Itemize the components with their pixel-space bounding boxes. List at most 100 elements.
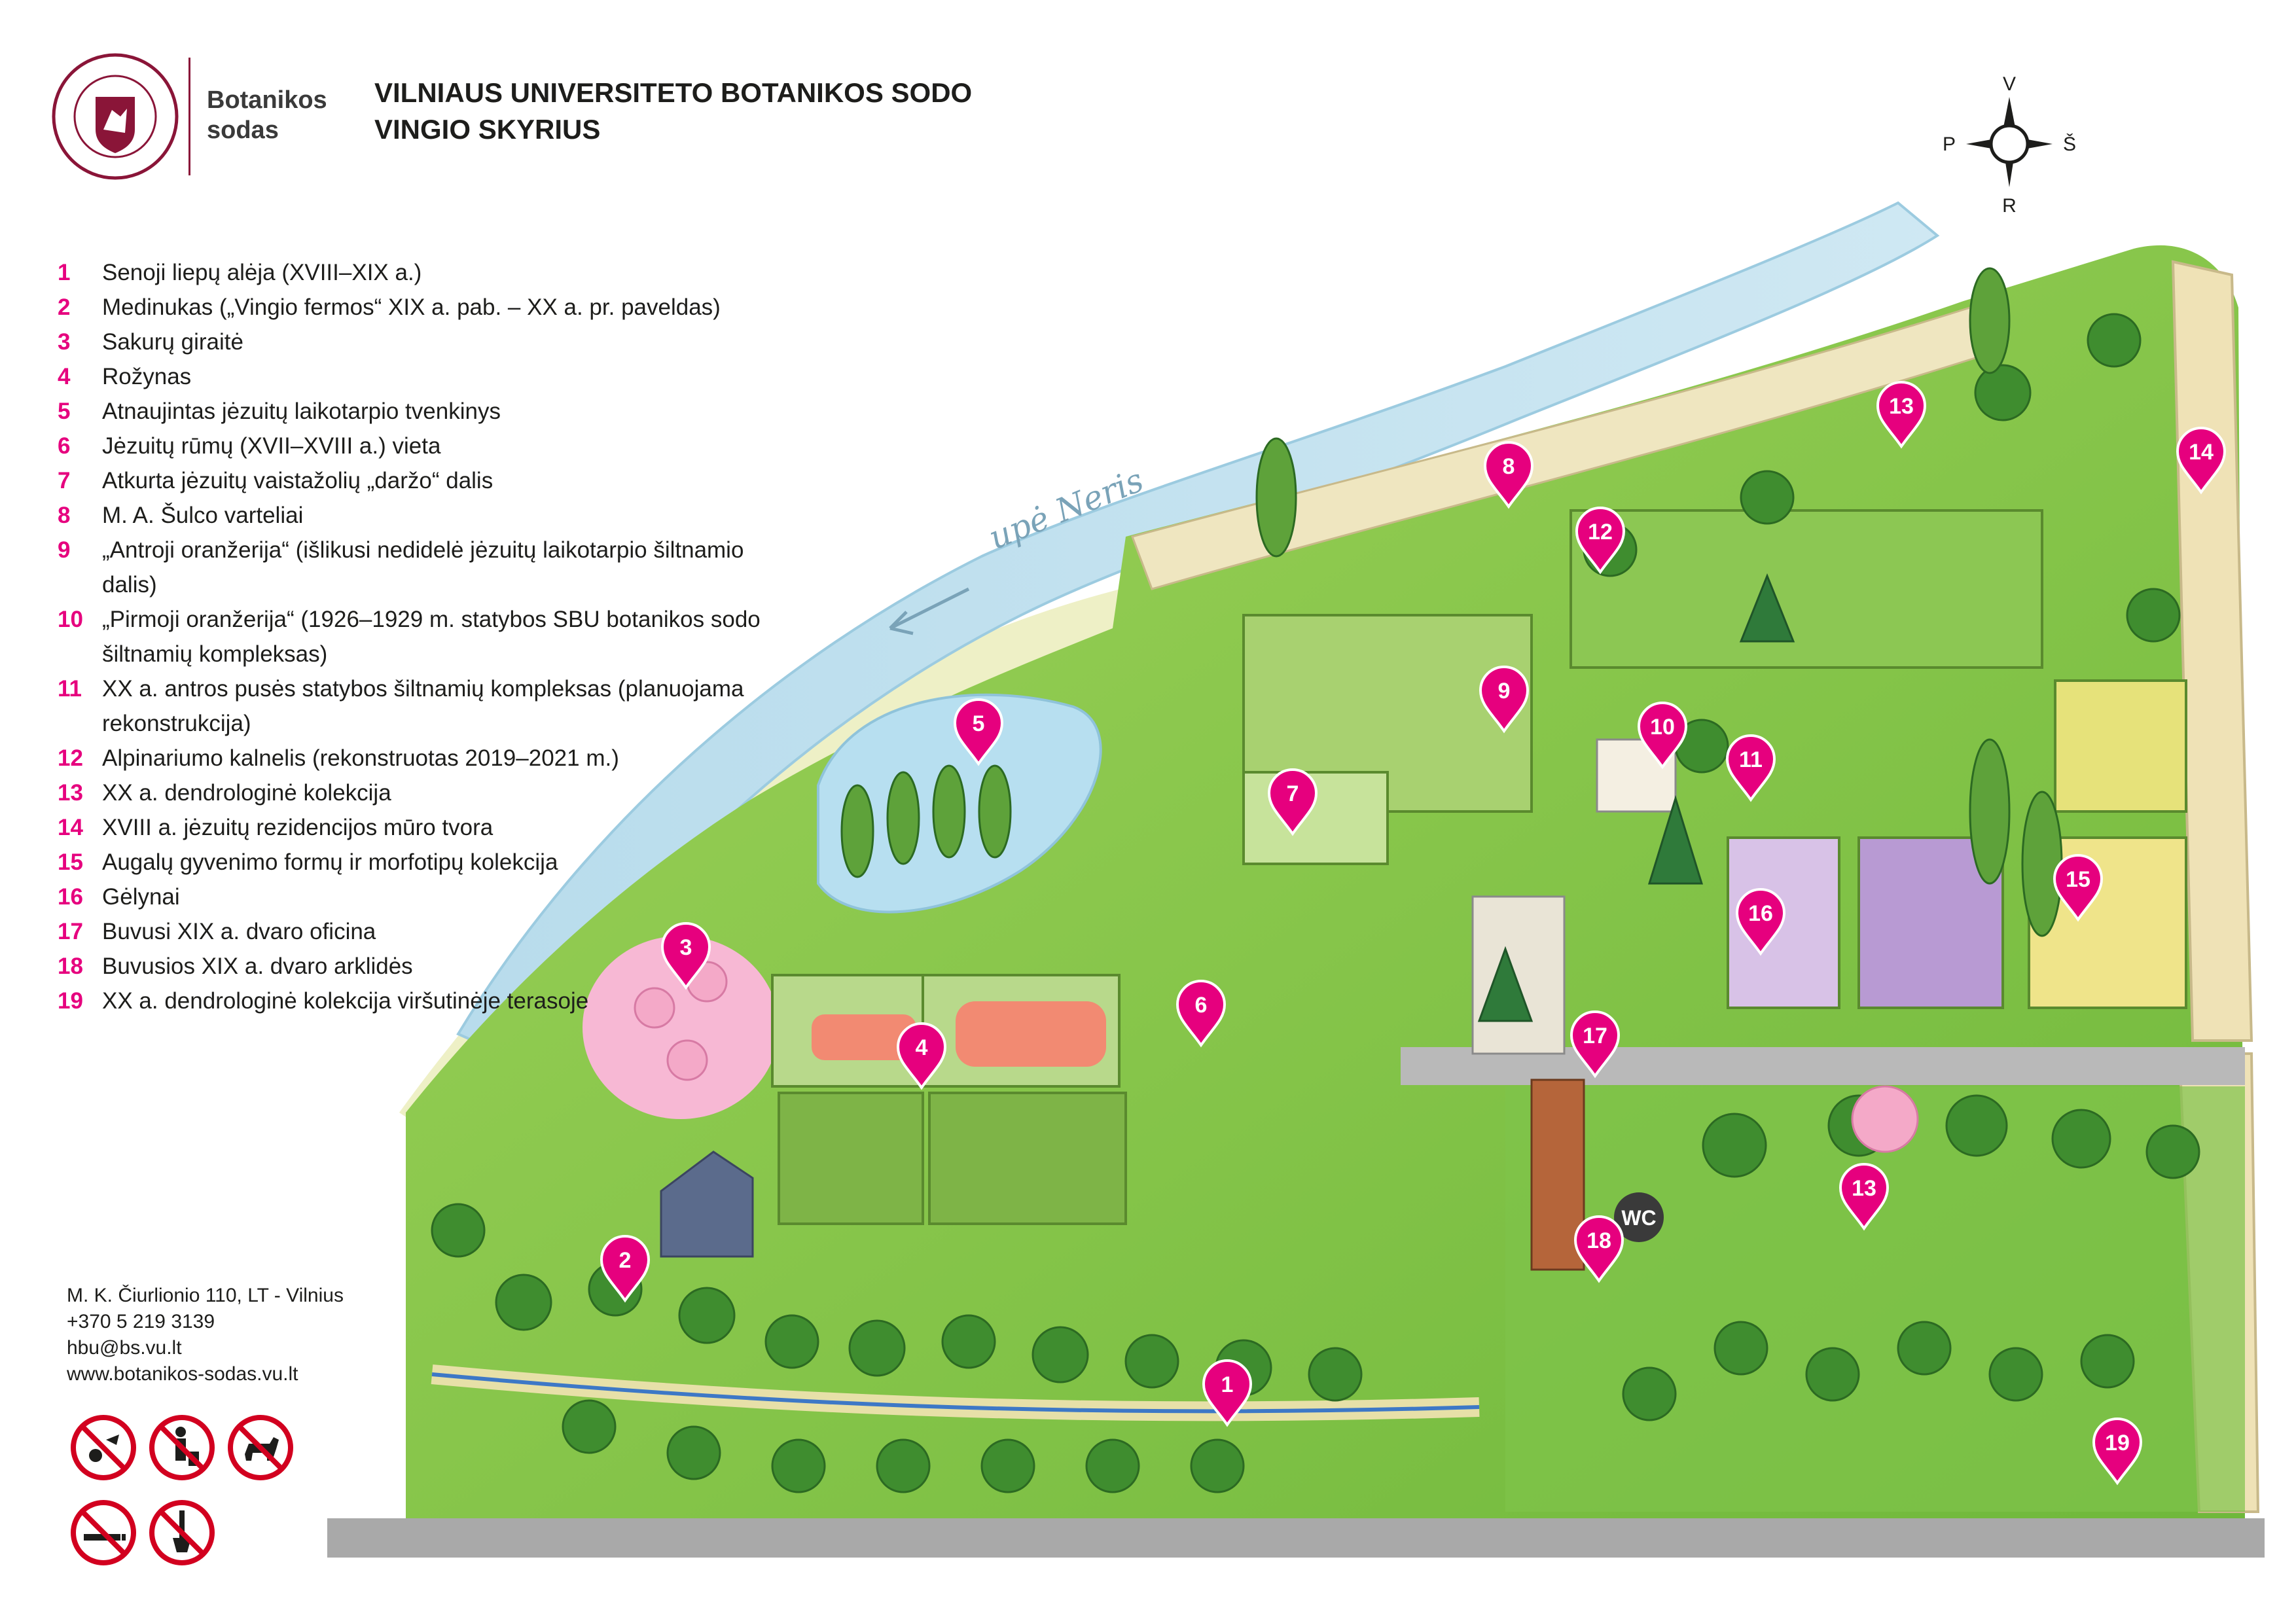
map-marker[interactable]: 12: [1575, 507, 1626, 575]
map-marker[interactable]: 16: [1735, 888, 1786, 956]
map-pin-icon: [1570, 1010, 1621, 1079]
map-pin-icon: [1575, 507, 1626, 575]
map-marker-label: 13: [1889, 394, 1914, 419]
map-pin-icon: [2053, 854, 2104, 922]
legend-text: Augalų gyvenimo formų ir morfotipų kolek…: [102, 849, 558, 875]
legend-number: 6: [58, 433, 71, 459]
compass-east: Š: [2063, 133, 2076, 155]
no-smoking-icon: [71, 1500, 136, 1565]
map-marker-label: 5: [973, 711, 985, 736]
map-marker-label: 4: [916, 1035, 928, 1060]
wooden-house: [660, 1150, 754, 1258]
legend-item: 9„Antroji oranžerija“ (išlikusi nedidelė…: [58, 533, 804, 602]
map-marker[interactable]: 15: [2053, 854, 2104, 922]
contact-address: M. K. Čiurlionio 110, LT - Vilnius: [67, 1285, 344, 1306]
map-marker[interactable]: 9: [1479, 666, 1530, 734]
legend-text: „Antroji oranžerija“ (išlikusi nedidelė …: [102, 537, 744, 597]
map-marker[interactable]: 2: [600, 1235, 651, 1303]
legend-number: 5: [58, 399, 71, 424]
logo-divider: [188, 58, 190, 175]
legend-text: Sakurų giraitė: [102, 329, 243, 355]
map-marker-label: 14: [2189, 440, 2214, 465]
contact-phone: +370 5 219 3139: [67, 1311, 215, 1332]
map-marker[interactable]: 19: [2092, 1418, 2143, 1486]
map-marker[interactable]: 1: [1202, 1359, 1253, 1427]
map-marker[interactable]: 17: [1570, 1010, 1621, 1079]
legend-text: Rožynas: [102, 364, 192, 389]
wc-icon: [1614, 1192, 1664, 1242]
legend-text: Senoji liepų alėja (XVIII–XIX a.): [102, 260, 422, 285]
legend-text: XX a. dendrologinė kolekcija: [102, 780, 391, 806]
contact-info: M. K. Čiurlionio 110, LT - Vilnius +370 …: [67, 1283, 433, 1387]
map-marker[interactable]: 8: [1483, 441, 1534, 509]
map-pin-icon: [1573, 1215, 1624, 1283]
map-marker[interactable]: 13: [1839, 1163, 1890, 1231]
map-marker-label: 13: [1852, 1176, 1876, 1201]
map-marker-label: 12: [1588, 520, 1613, 544]
map-marker-label: 1: [1221, 1372, 1234, 1397]
legend-item: 14 XVIII a. jėzuitų rezidencijos mūro tvo…: [58, 810, 804, 845]
map-marker-label: 8: [1503, 454, 1515, 479]
map-marker[interactable]: 10: [1637, 702, 1688, 770]
legend-number: 16: [58, 884, 83, 910]
map-pin-icon: [1483, 441, 1534, 509]
map-pin-icon: [1479, 666, 1530, 734]
compass-south: R: [2002, 195, 2017, 217]
map-marker[interactable]: 18: [1573, 1215, 1624, 1283]
map-marker[interactable]: 6: [1175, 980, 1227, 1048]
brand-name: Botanikos sodas: [207, 85, 351, 145]
legend-text: Atnaujintas jėzuitų laikotarpio tvenkiny…: [102, 399, 501, 424]
map-marker-label: 9: [1498, 679, 1511, 704]
map-marker[interactable]: 3: [660, 922, 711, 990]
legend-text: Gėlynai: [102, 884, 180, 910]
map-marker[interactable]: 11: [1725, 734, 1776, 802]
legend-text: XX a. dendrologinė kolekcija viršutinėje…: [102, 988, 589, 1014]
brand-line-1: Botanikos: [207, 86, 327, 114]
map-marker[interactable]: 14: [2176, 427, 2227, 495]
map-marker-label: 6: [1195, 993, 1208, 1018]
contact-website: www.botanikos-sodas.vu.lt: [67, 1363, 298, 1385]
brand-line-2: sodas: [207, 116, 279, 144]
map-marker-label: 11: [1739, 747, 1763, 772]
title-line-1: VILNIAUS UNIVERSITETO BOTANIKOS SODO: [374, 77, 973, 108]
legend-number: 18: [58, 954, 83, 979]
legend-text: XVIII a. jėzuitų rezidencijos mūro tvora: [102, 815, 493, 840]
map-marker-label: 15: [2066, 867, 2090, 892]
map-marker[interactable]: 13: [1876, 381, 1927, 449]
plots: [771, 509, 2187, 1225]
manor-office: [1471, 895, 1566, 1055]
map-pin-icon: [1725, 734, 1776, 802]
page-title: VILNIAUS UNIVERSITETO BOTANIKOS SODO VIN…: [374, 75, 1160, 148]
map-marker-label: 19: [2105, 1431, 2130, 1455]
map-marker[interactable]: 7: [1267, 768, 1318, 836]
map-pin-icon: [1202, 1359, 1253, 1427]
map-marker[interactable]: 4: [896, 1022, 947, 1090]
legend-number: 14: [58, 815, 83, 840]
legend-number: 19: [58, 988, 83, 1014]
legend-text: XX a. antros pusės statybos šiltnamių ko…: [102, 676, 744, 736]
legend-text: Buvusi XIX a. dvaro oficina: [102, 919, 376, 944]
legend-item: 5 Atnaujintas jėzuitų laikotarpio tvenkin…: [58, 394, 804, 429]
rose-bed-2: [956, 1001, 1106, 1067]
legend-number: 8: [58, 503, 71, 528]
rose-bed-1: [812, 1014, 916, 1060]
map-marker-label: 18: [1587, 1228, 1611, 1253]
legend-text: „Pirmoji oranžerija“ (1926–1929 m. staty…: [102, 607, 761, 667]
map-marker[interactable]: 5: [953, 698, 1004, 766]
poplar-trees: [840, 267, 2063, 937]
conifers: [1477, 573, 1795, 1022]
map-pin-icon: [953, 698, 1004, 766]
map-pin-icon: [1267, 768, 1318, 836]
legend-item: 16 Gėlynai: [58, 880, 804, 914]
legend-item: 19 XX a. dendrologinė kolekcija viršutinė…: [58, 984, 804, 1018]
